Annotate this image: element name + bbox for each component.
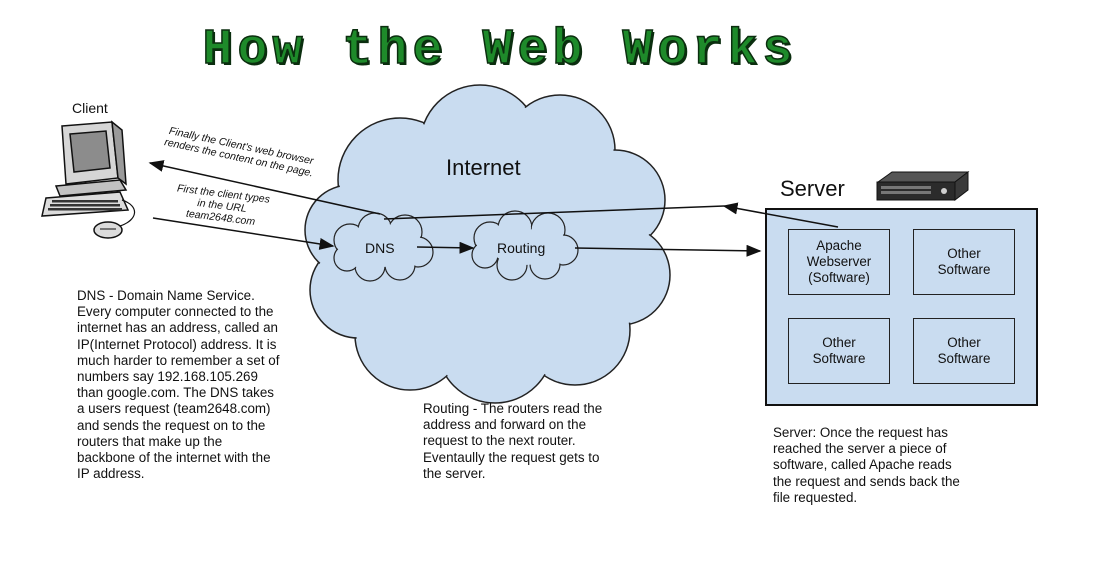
other-software-box: Other Software: [913, 318, 1015, 384]
server-label: Server: [780, 176, 845, 201]
other-software-box: Other Software: [913, 229, 1015, 295]
dns-to-routing-arrow: [416, 241, 475, 254]
internet-label: Internet: [446, 155, 521, 180]
client-label: Client: [72, 100, 108, 116]
dns-label: DNS: [365, 240, 395, 256]
routing-to-server-arrow: [574, 244, 762, 257]
apache-webserver-box: Apache Webserver (Software): [788, 229, 890, 295]
other-software-box: Other Software: [788, 318, 890, 384]
routing-description: Routing - The routers read the address a…: [423, 401, 603, 481]
server-description: Server: Once the request has reached the…: [773, 425, 960, 505]
computer-icon: [41, 120, 136, 239]
page-title: How the Web Works: [202, 21, 798, 80]
response-arrow: [148, 160, 381, 215]
routing-label: Routing: [497, 240, 546, 256]
dns-description: DNS - Domain Name Service. Every compute…: [77, 288, 280, 482]
server-return-arrow: [383, 202, 839, 228]
server-rack-icon: [876, 170, 970, 202]
request-arrow: [152, 217, 335, 250]
